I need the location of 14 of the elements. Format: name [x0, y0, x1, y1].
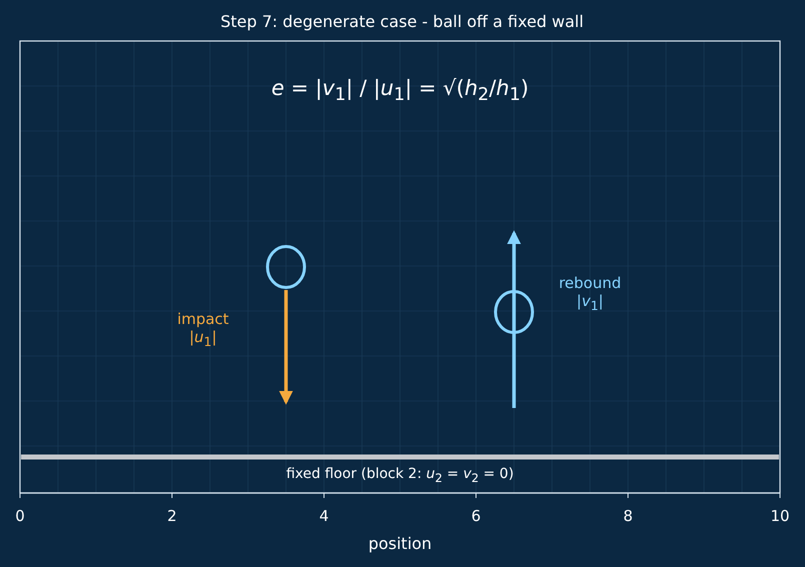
axis-tick-label: 6	[471, 507, 481, 525]
axis-tick-label: 4	[319, 507, 329, 525]
arrow-label: rebound |v$_{1}$|	[558, 274, 622, 313]
floor-label: fixed floor (block 2: u$_{2}$ = v$_{2}$ = 0)	[286, 466, 514, 485]
chart-title: Step 7: degenerate case - ball off a fixed wall	[220, 12, 584, 31]
axis-tick-label: 10	[770, 507, 790, 525]
axis-tick-label: 8	[623, 507, 633, 525]
axis-tick-label: 0	[15, 507, 25, 525]
arrow-label: impact |u$_{1}$|	[176, 310, 230, 349]
formula: e = |v$_{1}$| / |u$_{1}$| = √(h$_{2}$/h$_{1}$)	[271, 76, 529, 106]
axis-tick-label: 2	[167, 507, 177, 525]
ball	[264, 243, 308, 291]
ball	[492, 288, 536, 336]
axis-title: position	[368, 534, 432, 553]
